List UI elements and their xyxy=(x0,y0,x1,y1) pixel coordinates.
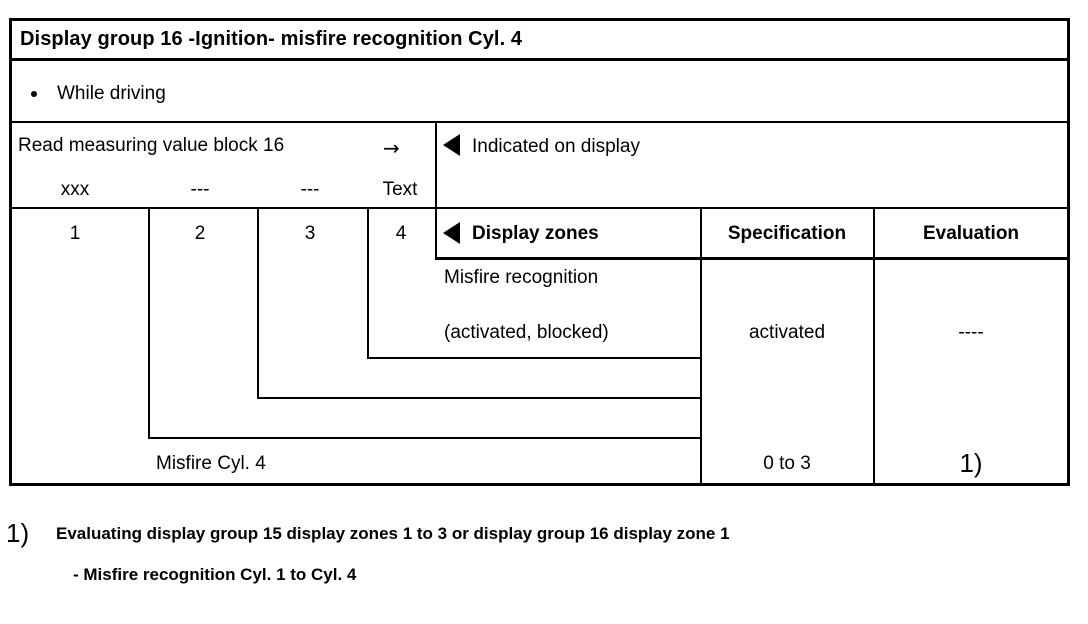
row-4-description: Misfire Cyl. 4 xyxy=(156,452,266,474)
format-col-1: xxx xyxy=(60,178,90,200)
condition-text: While driving xyxy=(57,82,166,104)
indicated-on-display-label: Indicated on display xyxy=(472,135,640,157)
row-1-evaluation: ---- xyxy=(958,321,984,343)
footnote-line-2: - Misfire recognition Cyl. 1 to Cyl. 4 xyxy=(73,564,357,584)
footnote-marker: 1) xyxy=(6,517,30,548)
specification-column-divider xyxy=(700,207,702,485)
triangle-left-icon-zones xyxy=(443,222,460,244)
row-2-evaluation xyxy=(875,362,1067,394)
zone-number-2: 2 xyxy=(194,222,206,244)
display-panel-left-border xyxy=(435,121,437,260)
row-3-evaluation xyxy=(875,402,1067,434)
zone4-connector-horizontal xyxy=(367,357,702,359)
row-3-specification xyxy=(702,402,872,434)
format-col-2: --- xyxy=(190,178,210,200)
evaluation-header: Evaluation xyxy=(922,222,1020,244)
title-row-divider xyxy=(9,58,1070,61)
row-4-evaluation-footnote-ref: 1) xyxy=(959,447,983,478)
row-1-description-line-2: (activated, blocked) xyxy=(444,321,609,343)
format-col-4: Text xyxy=(382,178,418,200)
table-border-top xyxy=(9,18,1070,21)
bullet-icon xyxy=(31,91,37,97)
zone2-connector-horizontal xyxy=(148,437,702,439)
zone-number-4: 4 xyxy=(395,222,407,244)
row-2-specification xyxy=(702,362,872,394)
table-title: Display group 16 -Ignition- misfire reco… xyxy=(20,28,523,50)
zones-header-bottom-border xyxy=(435,257,1070,260)
zone3-connector-horizontal xyxy=(257,397,702,399)
format-row-divider xyxy=(9,207,436,209)
zone3-connector-vertical xyxy=(257,207,259,399)
table-border-bottom xyxy=(9,483,1070,486)
format-col-3: --- xyxy=(300,178,320,200)
zone-number-1: 1 xyxy=(69,222,81,244)
evaluation-column-divider xyxy=(873,207,875,485)
row-1-description-line-1: Misfire recognition xyxy=(444,266,599,288)
row-1-specification: activated xyxy=(748,321,826,343)
row-4-specification: 0 to 3 xyxy=(763,452,811,474)
table-border-right xyxy=(1067,18,1070,486)
footnote-line-1: Evaluating display group 15 display zone… xyxy=(56,523,730,543)
arrow-right-icon: → xyxy=(383,136,400,160)
zone4-connector-vertical xyxy=(367,207,369,359)
triangle-left-icon-indicated xyxy=(443,134,460,156)
instruction-text: Read measuring value block 16 xyxy=(18,134,285,156)
zone2-connector-vertical xyxy=(148,207,150,439)
zones-header-top-border xyxy=(435,207,1070,209)
specification-header: Specification xyxy=(727,222,847,244)
condition-row-divider xyxy=(9,121,1070,123)
zone-number-3: 3 xyxy=(304,222,316,244)
table-border-left xyxy=(9,18,12,486)
display-zones-header: Display zones xyxy=(472,222,599,244)
